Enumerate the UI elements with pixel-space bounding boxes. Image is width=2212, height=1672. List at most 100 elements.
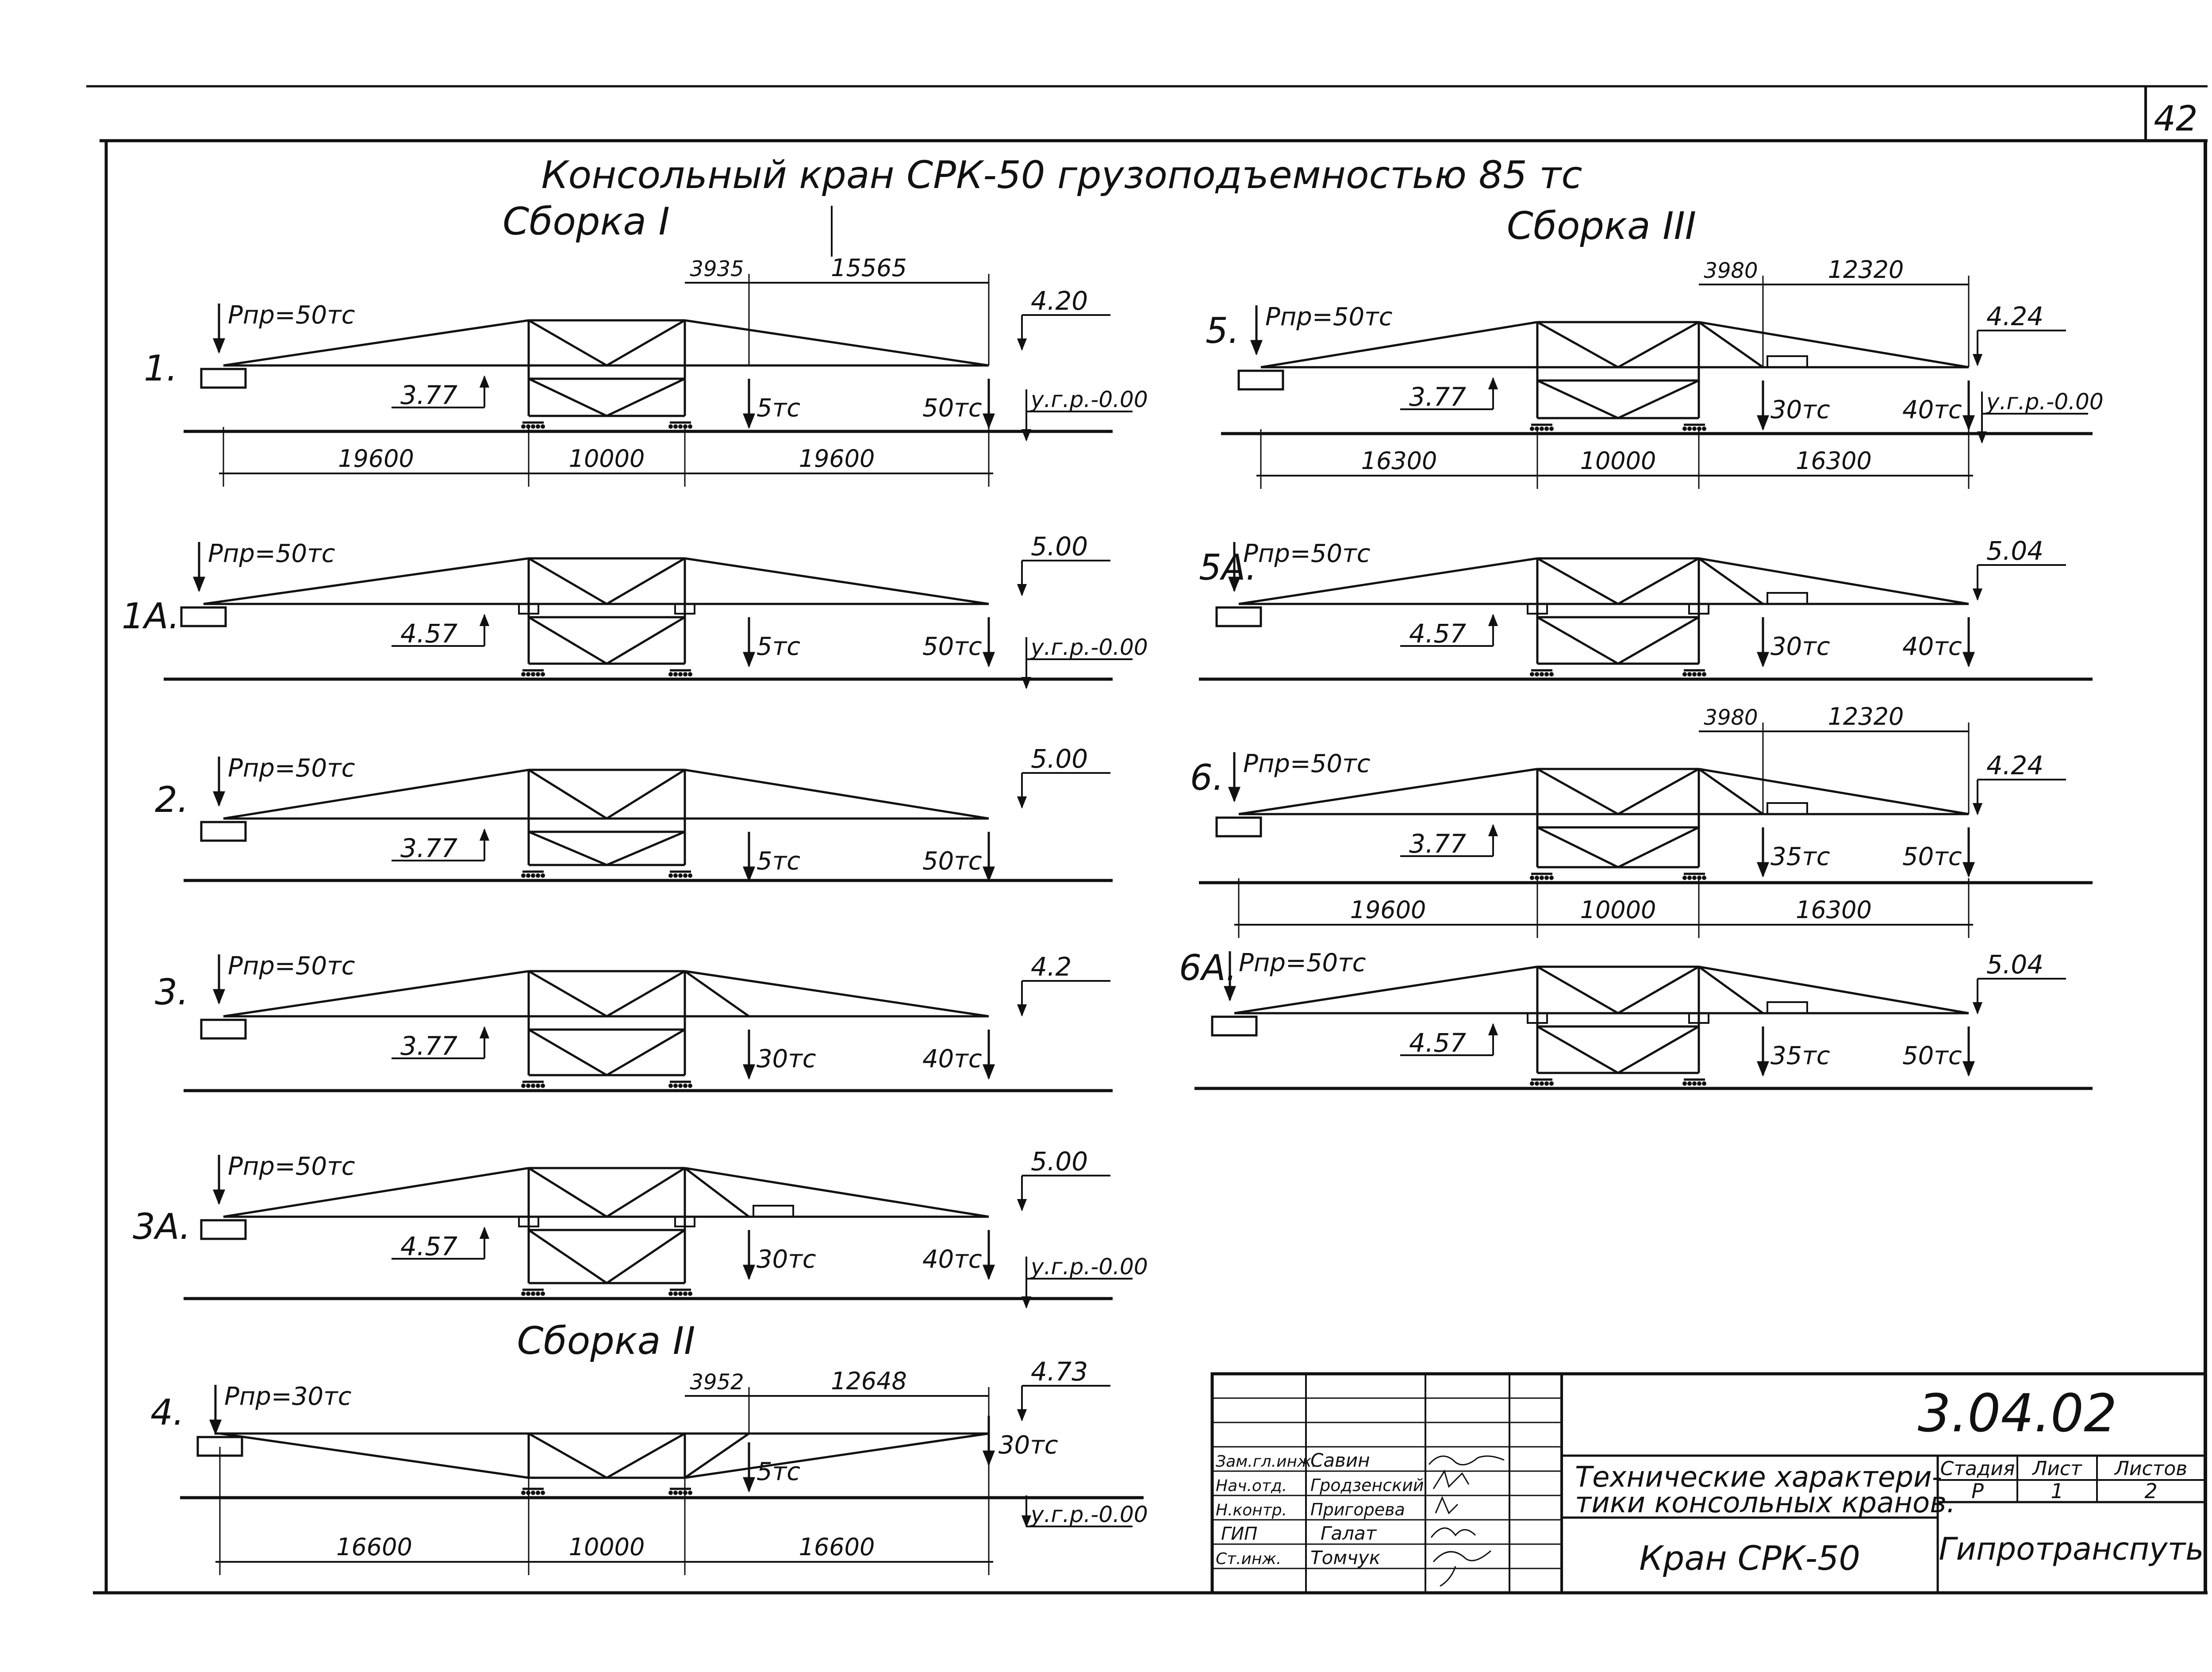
support-pad — [1527, 603, 1548, 615]
support-pad — [674, 1216, 695, 1227]
elevation-mark: 4.2 — [1031, 952, 1071, 982]
roller — [668, 1291, 673, 1296]
top-chord — [684, 970, 989, 1018]
group-heading-1: Сборка I — [503, 200, 670, 244]
roller — [1549, 876, 1554, 880]
counterweight — [200, 1219, 247, 1240]
roller — [1682, 672, 1687, 676]
dimension-value: 10000 — [1580, 447, 1656, 475]
portal-brace — [1617, 1025, 1700, 1074]
end-load: 50тс — [922, 394, 982, 423]
roller — [536, 873, 540, 878]
support-pad — [518, 603, 539, 615]
elevation-mark: 4.20 — [1031, 286, 1088, 316]
stamp-role: Н.контр. — [1216, 1501, 1287, 1519]
mid-load: 5тс — [757, 394, 800, 423]
roller — [683, 672, 687, 676]
end-load: 30тс — [998, 1431, 1058, 1460]
roller — [688, 1084, 692, 1088]
mid-load: 5тс — [757, 847, 800, 876]
elevation-mark: 4.24 — [1986, 301, 2043, 331]
truss-diagonal — [1617, 321, 1700, 369]
truss-diagonal — [528, 557, 607, 605]
roller — [526, 672, 530, 676]
roller — [668, 672, 673, 676]
bottom-chord — [684, 1432, 989, 1479]
roller — [1702, 876, 1706, 880]
dimension-value: 12320 — [1828, 256, 1904, 284]
roller — [1687, 672, 1692, 676]
dimension-value: 16300 — [1796, 447, 1872, 475]
roller — [1687, 876, 1692, 880]
mid-load: 30тс — [1770, 396, 1830, 424]
portal-brace — [606, 377, 686, 417]
top-chord — [1698, 768, 1969, 815]
truss-diagonal — [1536, 557, 1619, 605]
portal-brace — [1536, 826, 1619, 869]
dimension-value: 12320 — [1828, 703, 1904, 730]
roller — [1549, 427, 1554, 431]
counterweight-load: Pпр=50тс — [1243, 750, 1371, 778]
counterweight — [1215, 816, 1262, 838]
counterweight-load: Pпр=50тс — [1265, 303, 1393, 331]
roller — [541, 873, 545, 878]
top-chord — [1260, 321, 1538, 369]
roller — [673, 1491, 678, 1495]
top-chord — [684, 769, 989, 820]
ground-level-mark: у.г.р.-0.00 — [1030, 1254, 1148, 1280]
scheme-label: 5. — [1206, 310, 1239, 351]
counterweight-load: Pпр=50тс — [1243, 539, 1371, 568]
roller — [668, 1084, 673, 1088]
elevation-mark: 5.04 — [1986, 949, 2043, 980]
top-chord — [684, 1167, 989, 1218]
truss-diagonal — [528, 970, 607, 1018]
support-pad — [518, 1216, 539, 1227]
pier-height: 4.57 — [400, 1231, 457, 1261]
end-load: 50тс — [1902, 842, 1962, 871]
title-block — [1210, 1372, 2207, 1595]
dimension-value: 16600 — [336, 1533, 412, 1561]
roller — [683, 1291, 687, 1296]
truss-diagonal — [684, 970, 750, 1018]
trolley — [753, 1205, 794, 1218]
roller — [1544, 876, 1549, 880]
dimension-value: 19600 — [799, 445, 875, 473]
top-chord — [684, 319, 989, 367]
pier-height: 3.77 — [400, 833, 457, 863]
scheme-label: 4. — [150, 1392, 184, 1433]
counterweight-load: Pпр=50тс — [208, 539, 335, 568]
counterweight — [200, 368, 247, 389]
roller — [683, 1084, 687, 1088]
support-pad — [674, 603, 695, 615]
portal-brace — [1536, 1025, 1619, 1074]
stamp-name: Гродзенский — [1310, 1476, 1424, 1495]
roller — [536, 424, 540, 429]
portal-brace — [1617, 616, 1700, 665]
roller — [1540, 876, 1544, 880]
roller — [526, 1291, 530, 1296]
roller — [531, 1291, 535, 1296]
roller — [521, 672, 526, 676]
roller — [1530, 672, 1534, 676]
roller — [1692, 427, 1697, 431]
trolley — [1767, 1001, 1808, 1014]
roller — [1692, 876, 1697, 880]
truss-diagonal — [684, 1167, 750, 1218]
roller — [521, 424, 526, 429]
roller — [531, 672, 535, 676]
roller — [521, 1084, 526, 1088]
elevation-mark: 5.00 — [1031, 531, 1088, 561]
top-chord — [223, 1167, 529, 1218]
top-chord — [223, 970, 529, 1018]
portal-brace — [528, 377, 607, 417]
dimension-value: 3935 — [690, 257, 744, 281]
dimension-value: 3952 — [690, 1370, 744, 1395]
roller — [1544, 1081, 1549, 1086]
roller — [1549, 672, 1554, 676]
truss-diagonal — [606, 557, 686, 605]
stamp-role: Нач.отд. — [1216, 1477, 1287, 1495]
truss-diagonal — [1536, 321, 1619, 369]
